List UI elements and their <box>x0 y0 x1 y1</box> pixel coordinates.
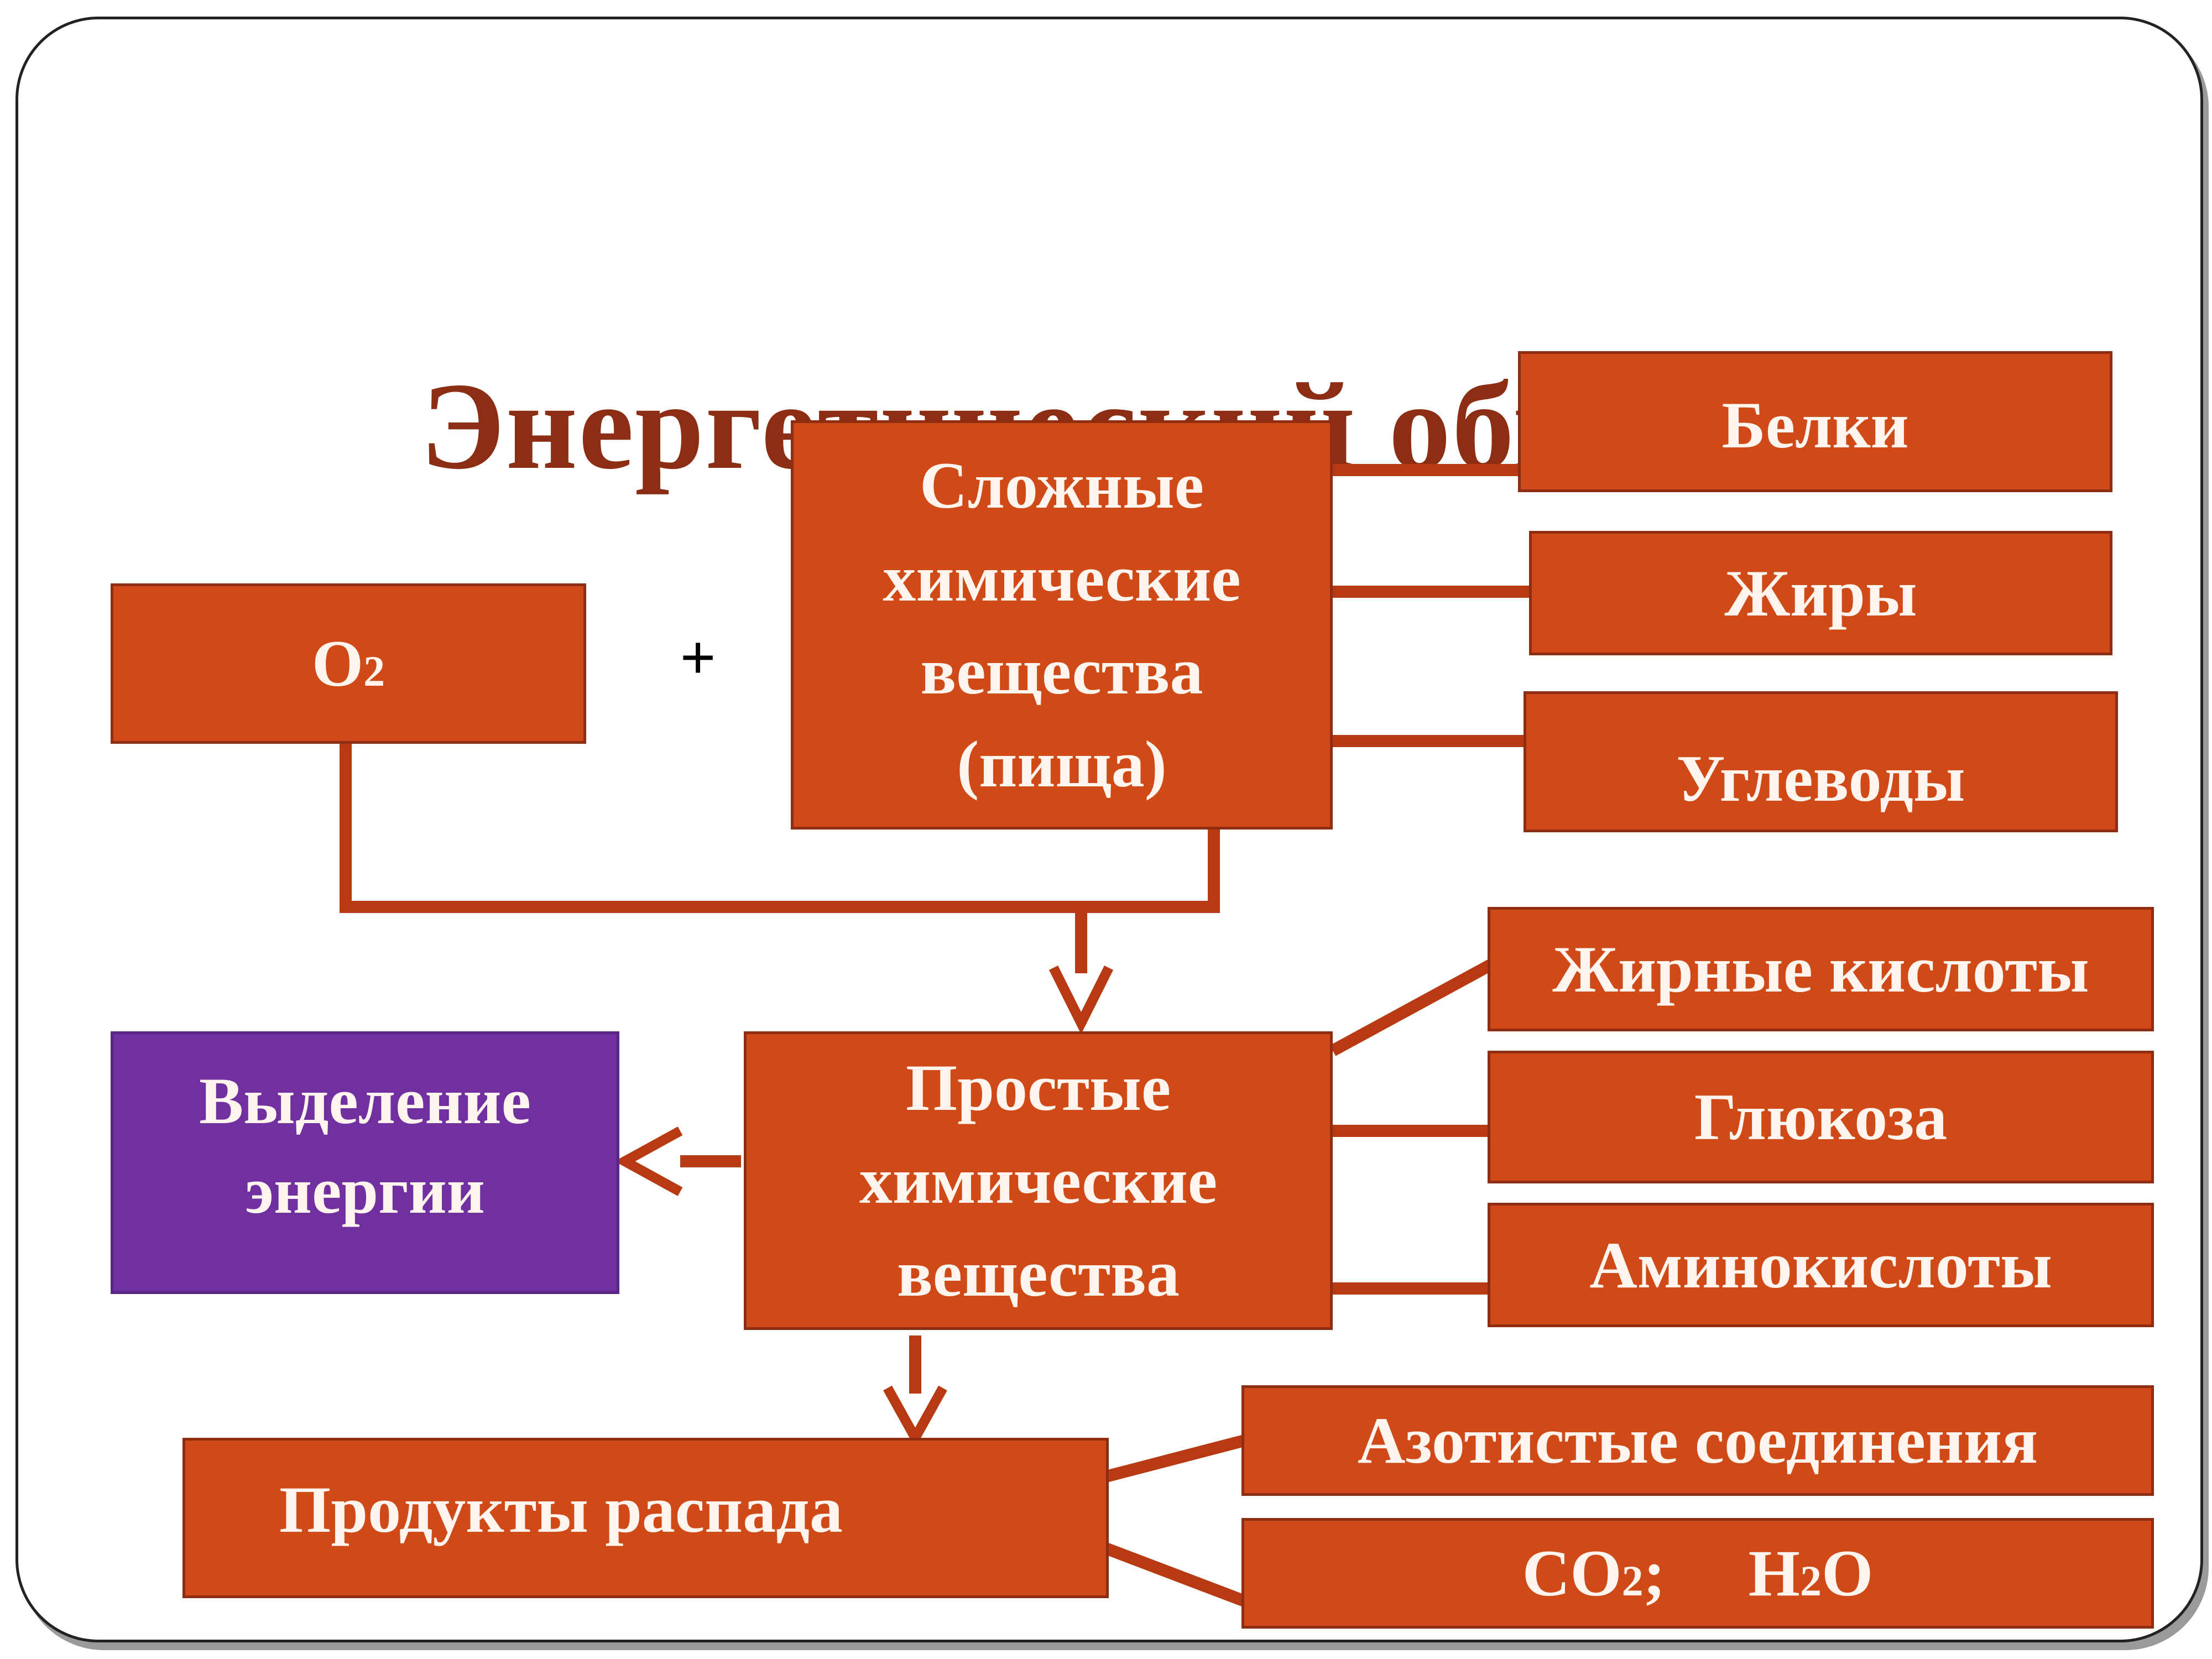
energy-release-box: Выделение энергии <box>111 1031 619 1294</box>
carbs-label: Углеводы <box>1676 741 1965 815</box>
fatty-acids-label: Жирные кислоты <box>1552 932 2089 1006</box>
carbs-box: Углеводы <box>1524 691 2118 832</box>
simple-substances-label: Простые химические вещества <box>859 1051 1218 1310</box>
complex-substances-label: Сложные химические вещества (пища) <box>883 448 1241 801</box>
nitrogen-compounds-box: Азотистые соединения <box>1241 1385 2154 1496</box>
proteins-box: Белки <box>1518 351 2112 492</box>
proteins-label: Белки <box>1721 388 1909 462</box>
arrow-head-to-simple <box>1048 965 1114 1035</box>
decay-products-label: Продукты распада <box>279 1473 843 1546</box>
glucose-box: Глюкоза <box>1488 1051 2154 1183</box>
fats-box: Жиры <box>1529 531 2112 655</box>
simple-substances-box: Простые химические вещества <box>744 1031 1333 1330</box>
nitrogen-compounds-label: Азотистые соединения <box>1357 1404 2038 1477</box>
connector-simple-fattyacids <box>1329 959 1494 1056</box>
co2-h2o-box: CO2;H2O <box>1241 1518 2154 1629</box>
co2-subscript: 2 <box>1621 1557 1644 1605</box>
co2-label: CO <box>1522 1536 1622 1610</box>
energy-release-label: Выделение энергии <box>199 1064 531 1227</box>
fatty-acids-box: Жирные кислоты <box>1488 907 2154 1031</box>
amino-acids-label: Аминокислоты <box>1589 1228 2052 1302</box>
fats-label: Жиры <box>1724 556 1917 630</box>
co2-separator: ; <box>1643 1536 1666 1610</box>
decay-products-box: Продукты распада <box>182 1438 1109 1598</box>
h2o-label-o: O <box>1821 1536 1874 1610</box>
o2-label: O <box>311 627 364 700</box>
h2o-label-h: H <box>1748 1536 1800 1610</box>
complex-substances-box: Сложные химические вещества (пища) <box>791 420 1333 830</box>
o2-box: O2 <box>111 583 586 744</box>
connector-products-nitrogen <box>1104 1434 1246 1483</box>
h2o-subscript: 2 <box>1799 1557 1822 1605</box>
plus-sign: + <box>680 623 716 691</box>
o2-subscript: 2 <box>363 647 385 695</box>
amino-acids-box: Аминокислоты <box>1488 1203 2154 1327</box>
connector-products-co2 <box>1104 1542 1246 1607</box>
arrow-head-to-products <box>883 1385 947 1448</box>
glucose-label: Глюкоза <box>1694 1080 1948 1154</box>
connector-o2-down <box>340 741 1220 913</box>
arrow-head-to-energy <box>614 1126 683 1196</box>
